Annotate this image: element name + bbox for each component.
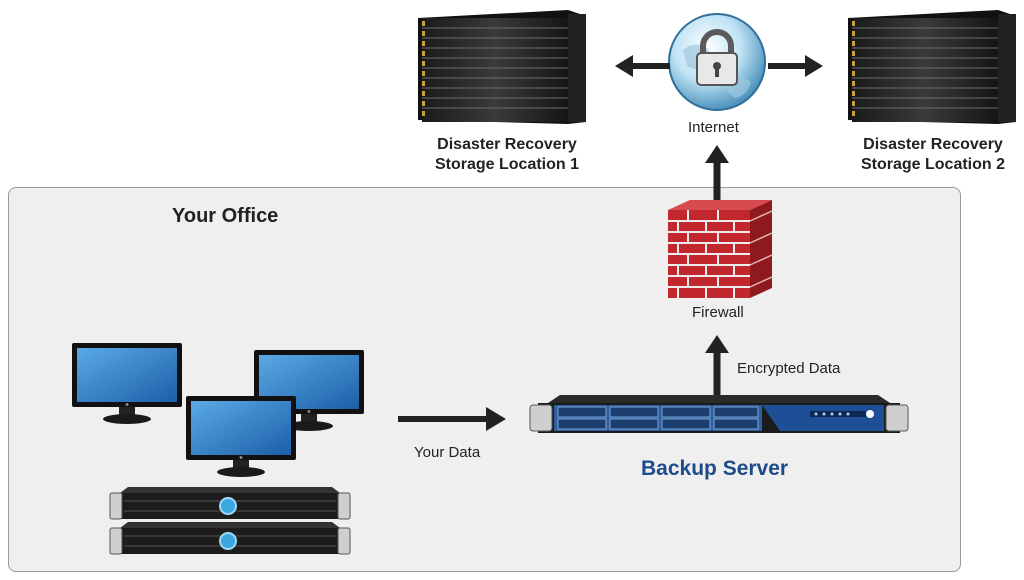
firewall-label: Firewall xyxy=(692,304,744,321)
rack-server-icon-1 xyxy=(109,487,351,520)
encrypted-data-label: Encrypted Data xyxy=(737,360,841,377)
storage-location-1-line2: Storage Location 1 xyxy=(434,156,580,173)
arrow-to-storage-1 xyxy=(615,55,670,77)
backup-server-label: Backup Server xyxy=(641,457,789,480)
arrow-to-storage-2 xyxy=(768,55,823,77)
arrow-backup-to-firewall xyxy=(705,335,729,397)
rack-server-icon-2 xyxy=(109,522,351,555)
backup-server-icon xyxy=(529,395,909,433)
internet-label: Internet xyxy=(688,119,739,136)
arrow-data-to-backup xyxy=(398,407,506,431)
server-rack-icon-1 xyxy=(418,10,586,124)
storage-location-1-line1: Disaster Recovery xyxy=(437,136,577,153)
globe-lock-icon xyxy=(668,13,766,111)
office-title: Your Office xyxy=(172,205,279,227)
server-rack-icon-2 xyxy=(848,10,1016,124)
arrow-firewall-to-internet xyxy=(705,145,729,205)
your-data-label: Your Data xyxy=(414,444,481,461)
storage-location-2-line2: Storage Location 2 xyxy=(860,156,1006,173)
firewall-icon xyxy=(668,200,773,298)
monitor-icon-1 xyxy=(72,343,182,424)
storage-location-2-line1: Disaster Recovery xyxy=(863,136,1003,153)
monitor-icon-3 xyxy=(186,396,296,477)
